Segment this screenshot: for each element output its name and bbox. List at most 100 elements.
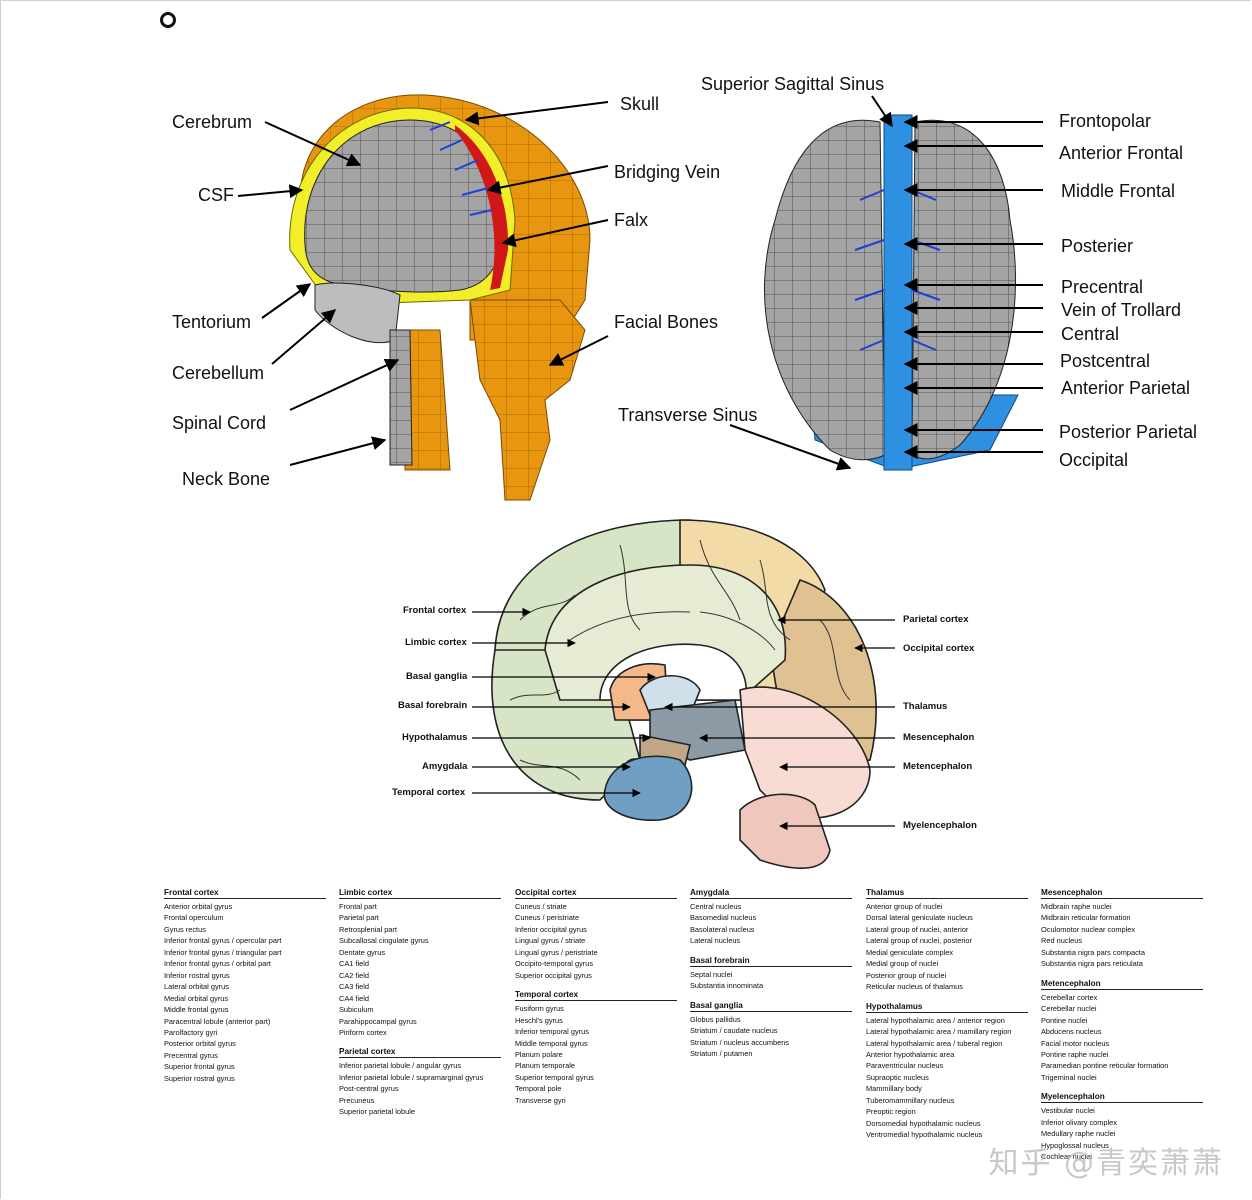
legend-item: Superior frontal gyrus: [164, 1062, 235, 1072]
legend-item: Facial motor nucleus: [1041, 1038, 1110, 1048]
legend-item: Heschl's gyrus: [515, 1015, 563, 1025]
legend-group-title: Parietal cortex: [339, 1047, 501, 1059]
legend-item: Frontal operculum: [164, 913, 224, 923]
legend-group-title: Mesencephalon: [1041, 888, 1203, 899]
label-anterior-frontal: Anterior Frontal: [1059, 143, 1184, 163]
legend-item: Cerebellar cortex: [1041, 992, 1098, 1002]
legend-item: Supraoptic nucleus: [866, 1072, 929, 1082]
watermark: 知乎 @青奕萧萧: [988, 1146, 1224, 1181]
label-spinal-cord: Spinal Cord: [172, 413, 267, 433]
legend-item: Middle temporal gyrus: [515, 1038, 588, 1048]
legend-item: Red nucleus: [1041, 936, 1083, 946]
label-frontopolar: Frontopolar: [1059, 111, 1152, 131]
legend-group-title: Metencephalon: [1041, 979, 1203, 990]
legend-item: Superior rostral gyrus: [164, 1073, 235, 1083]
label-amygdala: Amygdala: [422, 761, 468, 772]
legend-item: Lingual gyrus / peristriate: [515, 947, 598, 957]
legend-group-title: Thalamus: [866, 888, 1028, 899]
label-skull: Skull: [620, 94, 660, 114]
legend-item: Gyrus rectus: [164, 924, 206, 934]
label-posterior-parietal: Posterior Parietal: [1059, 422, 1198, 442]
label-hypothalamus: Hypothalamus: [402, 732, 468, 743]
legend-item: Precentral gyrus: [164, 1050, 218, 1060]
legend-item: Substantia nigra pars reticulata: [1041, 959, 1143, 969]
label-neck-bone: Neck Bone: [182, 469, 271, 489]
label-central: Central: [1061, 324, 1120, 344]
label-metencephalon: Metencephalon: [903, 761, 973, 772]
legend-item: CA4 field: [339, 993, 369, 1003]
legend-group-title: Basal ganglia: [690, 1001, 852, 1012]
legend-item: Posterior orbital gyrus: [164, 1039, 236, 1049]
legend-item: Inferior frontal gyrus / orbital part: [164, 959, 271, 969]
legend-item: Inferior frontal gyrus / triangular part: [164, 947, 282, 957]
legend-item: Parahippocampal gyrus: [339, 1016, 417, 1026]
legend-item: Occipito-temporal gyrus: [515, 959, 594, 969]
fe-leader-lines: [237, 95, 1043, 471]
legend-item: Lateral group of nuclei, anterior: [866, 924, 969, 934]
legend-item: Mammillary body: [866, 1084, 922, 1094]
label-basal-forebrain: Basal forebrain: [398, 700, 468, 711]
legend-item: CA1 field: [339, 959, 369, 969]
sagittal-brain: [491, 519, 877, 869]
legend-item: Lateral hypothalamic area / anterior reg…: [866, 1015, 1005, 1025]
legend-item: Midbrain raphe nuclei: [1041, 902, 1112, 911]
label-anterior-parietal: Anterior Parietal: [1061, 378, 1191, 398]
legend-item: Ventromedial hypothalamic nucleus: [866, 1130, 983, 1140]
label-precentral: Precentral: [1061, 277, 1144, 297]
legend-item: Medial geniculate complex: [866, 947, 954, 957]
legend-item: Globus pallidus: [690, 1014, 741, 1024]
legend-group-title: Limbic cortex: [339, 888, 501, 899]
legend-item: Parolfactory gyri: [164, 1027, 218, 1037]
legend-item: Anterior group of nuclei: [866, 902, 943, 911]
legend-item: Septal nuclei: [690, 969, 733, 979]
legend-item: Paracentral lobule (anterior part): [164, 1016, 271, 1026]
label-facial-bones: Facial Bones: [614, 312, 719, 332]
label-bridging-vein: Bridging Vein: [614, 162, 721, 182]
legend-group-title: Amygdala: [690, 888, 852, 899]
legend-item: Fusiform gyrus: [515, 1004, 564, 1014]
legend-item: Pontine raphe nuclei: [1041, 1049, 1109, 1059]
label-superior-sagittal-sinus: Superior Sagittal Sinus: [701, 74, 885, 94]
legend-item: Lateral nucleus: [690, 936, 741, 946]
label-basal-ganglia: Basal ganglia: [406, 671, 468, 682]
legend-group-title: Hypothalamus: [866, 1002, 1028, 1013]
legend-item: Dorsal lateral geniculate nucleus: [866, 913, 973, 923]
legend-item: Superior occipital gyrus: [515, 970, 592, 980]
label-vein-of-trollard: Vein of Trollard: [1061, 300, 1182, 320]
legend-item: Basolateral nucleus: [690, 924, 755, 934]
legend-item: Vestibular nuclei: [1041, 1106, 1095, 1116]
legend-item: Reticular nucleus of thalamus: [866, 982, 963, 992]
sagittal-leader-lines: [472, 607, 895, 831]
legend-item: Inferior olivary complex: [1041, 1117, 1117, 1127]
legend-item: Anterior hypothalamic area: [866, 1049, 955, 1059]
legend-item: Medial orbital gyrus: [164, 993, 229, 1003]
label-tentorium: Tentorium: [172, 312, 252, 332]
label-middle-frontal: Middle Frontal: [1061, 181, 1176, 201]
legend-item: Frontal part: [339, 902, 377, 911]
legend-item: Basomedial nucleus: [690, 913, 757, 923]
label-thalamus: Thalamus: [903, 701, 948, 712]
legend-item: Central nucleus: [690, 902, 742, 911]
legend-item: Post-central gyrus: [339, 1084, 399, 1094]
legend-item: Tuberomammillary nucleus: [866, 1095, 955, 1105]
legend-item: Inferior occipital gyrus: [515, 924, 587, 934]
legend-item: Midbrain reticular formation: [1041, 913, 1131, 923]
label-cerebrum: Cerebrum: [172, 112, 253, 132]
legend-item: Subiculum: [339, 1005, 374, 1015]
legend-item: Substantia innominata: [690, 981, 764, 991]
legend-item: Middle frontal gyrus: [164, 1005, 229, 1015]
legend-item: Medullary raphe nuclei: [1041, 1129, 1116, 1139]
legend-item: CA3 field: [339, 982, 369, 992]
legend-item: Cerebellar nuclei: [1041, 1004, 1097, 1014]
